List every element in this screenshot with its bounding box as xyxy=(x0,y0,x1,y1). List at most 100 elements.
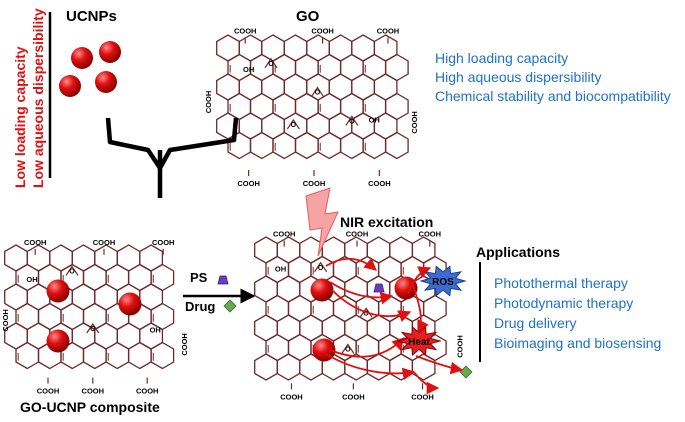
ucnp-sphere xyxy=(310,278,334,302)
cooh-label: COOH xyxy=(411,392,434,401)
ucnp-sphere xyxy=(118,292,142,316)
epoxide-bridge xyxy=(314,261,328,273)
ps-label: PS xyxy=(190,270,208,285)
ucnp-sphere xyxy=(99,41,121,63)
oxygen-label: O xyxy=(291,122,297,129)
epoxide-bridge xyxy=(286,118,300,130)
drawback-loading: Low loading capacity xyxy=(12,46,28,188)
cooh-label: COOH xyxy=(37,387,60,396)
oxygen-label: O xyxy=(69,268,75,275)
heat-label: Heat xyxy=(408,337,430,348)
drawback-dispersibility: Low aqueous dispersibility xyxy=(30,8,46,188)
cooh-label: COOH xyxy=(342,392,365,401)
cooh-label: COOH xyxy=(234,27,257,36)
go-ucnp-composite-sheet: O O COOH COOH COOH COOH COOH COOH COOH COOH OH OH xyxy=(1,238,189,396)
ucnp-sphere xyxy=(46,279,70,303)
application-photothermal: Photothermal therapy xyxy=(494,275,628,291)
activated-composite-sheet: O O O COOH COOH COOH COOH COOH COOH COOH OH xyxy=(254,230,465,401)
released-drug-icon xyxy=(459,365,473,379)
energy-arrows xyxy=(325,257,464,395)
epoxide-bridge xyxy=(86,322,100,334)
ucnp-sphere xyxy=(71,47,93,69)
cooh-label: COOH xyxy=(368,179,391,188)
nir-excitation-label: NIR excitation xyxy=(340,214,434,230)
epoxide-bridge xyxy=(264,57,278,69)
cooh-label: COOH xyxy=(311,27,334,36)
go-advantage-loading: High loading capacity xyxy=(435,50,569,66)
ucnps-title: UCNPs xyxy=(66,8,117,25)
cooh-label: COOH xyxy=(273,230,296,239)
hexagon-ring xyxy=(254,353,278,381)
nir-lightning-icon xyxy=(305,187,339,257)
drug-marker-icon xyxy=(223,299,237,313)
hexagon-ring xyxy=(127,341,152,370)
cooh-label: COOH xyxy=(152,238,175,247)
hexagon-ring xyxy=(389,353,414,381)
go-advantage-dispersibility: High aqueous dispersibility xyxy=(435,69,602,85)
hexagon-ring xyxy=(366,353,391,381)
cooh-label: COOH xyxy=(419,230,442,239)
application-drug-delivery: Drug delivery xyxy=(494,315,577,331)
heat-burst-icon xyxy=(396,325,442,357)
epoxide-bridge xyxy=(65,265,79,276)
ucnp-sphere xyxy=(59,75,81,97)
oxygen-label: O xyxy=(318,265,324,272)
hexagon-ring xyxy=(249,131,274,160)
oxygen-label: O xyxy=(268,61,274,68)
hexagon-ring xyxy=(384,131,409,160)
application-bioimaging: Bioimaging and biosensing xyxy=(494,335,662,351)
application-photodynamic: Photodynamic therapy xyxy=(494,295,634,311)
oxygen-label: O xyxy=(345,347,351,354)
oxygen-label: O xyxy=(315,90,321,97)
oxygen-label: O xyxy=(363,310,369,317)
hydroxyl-label: OH xyxy=(150,325,161,334)
ucnp-sphere xyxy=(95,71,117,93)
cooh-label: COOH xyxy=(24,238,47,247)
cooh-label: COOH xyxy=(346,230,369,239)
cooh-label: COOH xyxy=(377,27,400,36)
applications-title: Applications xyxy=(476,244,561,260)
epoxide-bridge xyxy=(310,86,324,97)
cooh-label: COOH xyxy=(303,179,326,188)
hexagon-ring xyxy=(317,131,342,160)
cooh-label: COOH xyxy=(237,179,260,188)
epoxide-bridge xyxy=(341,343,355,354)
hydroxyl-label: OH xyxy=(26,275,37,284)
hexagon-ring xyxy=(362,131,387,160)
hexagon-ring xyxy=(276,353,301,381)
hexagon-ring xyxy=(272,131,297,160)
hydroxyl-label: OH xyxy=(369,115,380,124)
cooh-label: COOH xyxy=(410,111,419,133)
hexagon-ring xyxy=(294,131,319,160)
composite-title: GO-UCNP composite xyxy=(20,399,160,415)
ros-label: ROS xyxy=(432,277,454,288)
cooh-label: COOH xyxy=(93,238,116,247)
go-title: GO xyxy=(296,8,320,25)
cooh-label: COOH xyxy=(180,333,189,356)
cooh-label: COOH xyxy=(456,335,465,358)
hexagon-ring xyxy=(15,341,40,370)
hexagon-ring xyxy=(339,131,364,160)
oxygen-label: O xyxy=(90,326,96,333)
drug-label: Drug xyxy=(185,299,216,314)
hexagon-ring xyxy=(227,131,252,160)
hexagon-ring xyxy=(82,341,107,370)
ros-burst-icon xyxy=(419,265,467,297)
hexagon-ring xyxy=(150,341,175,370)
loaded-ps-icon xyxy=(373,283,385,293)
cooh-label: COOH xyxy=(136,387,159,396)
hexagon-ring xyxy=(105,341,130,370)
hydroxyl-label: OH xyxy=(275,264,286,273)
cooh-label: COOH xyxy=(280,392,303,401)
go-advantage-stability: Chemical stability and biocompatibility xyxy=(435,88,671,104)
ucnp-sphere xyxy=(46,329,70,353)
oxygen-label: O xyxy=(349,118,355,125)
cooh-label: COOH xyxy=(82,387,105,396)
hydroxyl-label: OH xyxy=(243,65,254,74)
epoxide-bridge xyxy=(345,115,359,126)
graphene-oxide-sheet: O O O O COOH COOH COOH COOH COOH COOH COOH COOH OH OH xyxy=(204,27,419,188)
cooh-label: COOH xyxy=(204,91,213,114)
cooh-label: COOH xyxy=(1,309,10,332)
ps-marker-icon xyxy=(217,275,229,285)
